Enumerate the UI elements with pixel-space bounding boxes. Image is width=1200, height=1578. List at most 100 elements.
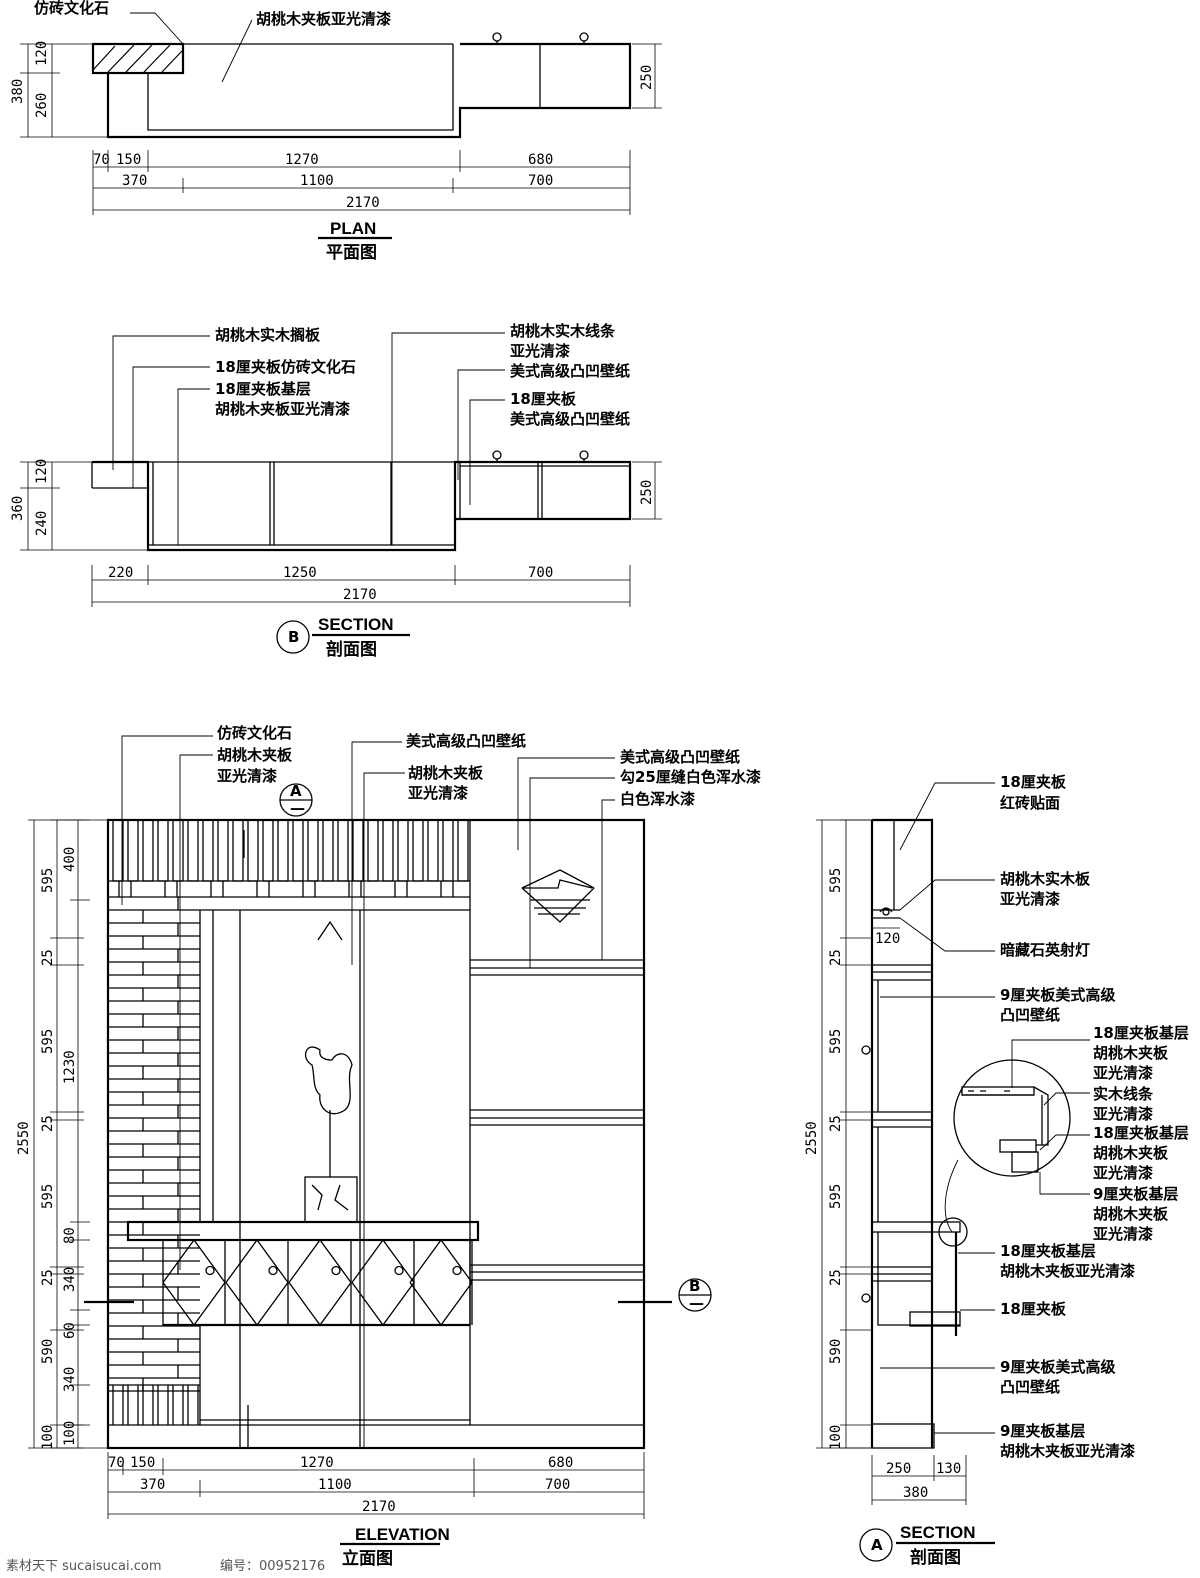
door-knob-icon <box>394 1265 404 1276</box>
elevation-diamond-doors <box>162 1238 473 1327</box>
section-a-label-12: 亚光清漆 <box>1093 1105 1153 1123</box>
elevation-dim-2550: 2550 <box>16 1121 32 1155</box>
section-a-label-7: 凸凹壁纸 <box>1000 1006 1060 1024</box>
section-b-dim-250: 250 <box>639 480 655 505</box>
plan-dim-lines-bottom <box>92 150 631 215</box>
section-a-detail-content <box>961 1086 1049 1173</box>
elevation-dim-outer: 25 <box>40 1269 56 1286</box>
section-a-label-20: 胡桃木夹板亚光清漆 <box>1000 1262 1135 1280</box>
elevation-dim-outer: 100 <box>40 1425 56 1450</box>
elevation-wall-lamp-icon <box>521 869 595 923</box>
section-a-dim-2550: 2550 <box>804 1121 820 1155</box>
section-a-label-3: 胡桃木实木板 <box>1000 870 1091 888</box>
elevation-dim-1270: 1270 <box>300 1455 334 1471</box>
section-a-label-19: 18厘夹板基层 <box>1000 1242 1096 1260</box>
door-knob-icon <box>452 1265 462 1276</box>
elevation-brick-verticals <box>112 820 469 897</box>
section-b-label-7: 美式高级凸凹壁纸 <box>510 362 630 380</box>
section-a-label-1: 18厘夹板 <box>1000 773 1067 791</box>
diamond-door-panel <box>225 1238 289 1327</box>
section-a-dim: 25 <box>828 949 844 966</box>
section-a-label-10: 亚光清漆 <box>1093 1064 1153 1082</box>
section-b-marker <box>276 620 310 654</box>
section-a-bands <box>872 964 932 1282</box>
plan-knob-icon <box>492 32 589 44</box>
section-a-label-25: 胡桃木夹板亚光清漆 <box>1000 1442 1135 1460</box>
diamond-door-panel <box>288 1238 352 1327</box>
elevation-dim-1100: 1100 <box>318 1477 352 1493</box>
elevation-label-8: 勾25厘缝白色浑水漆 <box>620 768 761 786</box>
section-b-label-2: 18厘夹板仿砖文化石 <box>215 358 356 376</box>
section-b-marker-letter: B <box>288 628 299 646</box>
section-b-dim-lines-bottom <box>91 565 631 607</box>
diamond-door-panel <box>351 1238 415 1327</box>
section-a-view: 120 18厘夹板 红砖贴面 胡桃木实木板 亚光清漆 暗藏石英射灯 9厘夹板美式… <box>804 773 1189 1568</box>
plan-dim-2170: 2170 <box>346 195 380 211</box>
door-knob-icon <box>331 1265 341 1276</box>
section-b-dim-240: 240 <box>34 511 50 536</box>
section-b-title-en: SECTION <box>318 615 394 634</box>
elevation-dim-lines-bottom <box>107 1452 645 1519</box>
section-a-dim: 25 <box>828 1115 844 1132</box>
elevation-marker-a-sub: — <box>290 799 305 817</box>
plan-dim-680: 680 <box>528 152 553 168</box>
elevation-marker-a-letter: A <box>290 782 302 800</box>
section-a-dim-250: 250 <box>886 1461 911 1477</box>
plan-dim-380: 380 <box>10 79 26 104</box>
elevation-title-cn: 立面图 <box>342 1548 393 1569</box>
section-a-dim-130: 130 <box>936 1461 961 1477</box>
section-a-label-13: 18厘夹板基层 <box>1093 1124 1189 1142</box>
section-a-marker <box>859 1528 893 1562</box>
section-a-label-11: 实木线条 <box>1093 1085 1154 1103</box>
elevation-view: A — B — 仿砖文化石 胡桃木夹板 亚光清漆 美式高级凸凹壁纸 胡桃木夹板 … <box>16 724 761 1569</box>
elevation-dim-370: 370 <box>140 1477 165 1493</box>
section-a-label-8: 18厘夹板基层 <box>1093 1024 1189 1042</box>
diamond-door-panel <box>409 1238 473 1327</box>
section-a-label-24: 9厘夹板基层 <box>1000 1422 1085 1440</box>
section-b-knob-icon <box>492 450 589 462</box>
section-b-view: 胡桃木实木搁板 18厘夹板仿砖文化石 18厘夹板基层 胡桃木夹板亚光清漆 胡桃木… <box>10 322 662 660</box>
elevation-dim-ticks <box>50 819 90 1449</box>
section-b-outline <box>92 460 632 552</box>
plan-dim-260: 260 <box>34 93 50 118</box>
plan-stone-hatch <box>92 44 183 73</box>
elevation-lower-cabinet <box>162 1239 471 1326</box>
elevation-dim-700: 700 <box>545 1477 570 1493</box>
section-a-label-2: 红砖贴面 <box>1000 794 1060 812</box>
plan-dim-150: 150 <box>116 152 141 168</box>
section-a-dim: 100 <box>828 1425 844 1450</box>
elevation-dim-inner: 400 <box>62 847 78 872</box>
section-b-label-3: 18厘夹板基层 <box>215 380 311 398</box>
elevation-dim-680: 680 <box>548 1455 573 1471</box>
elevation-dim-70: 70 <box>108 1455 125 1471</box>
elevation-dim-outer: 595 <box>40 868 56 893</box>
elevation-label-6: 亚光清漆 <box>408 784 468 802</box>
section-a-dim-lines-left <box>816 819 872 1449</box>
section-b-label-9: 美式高级凸凹壁纸 <box>510 410 630 428</box>
section-b-label-6: 亚光清漆 <box>510 342 570 360</box>
elevation-top-brick-band <box>108 880 470 898</box>
plan-title-cn: 平面图 <box>326 243 377 263</box>
section-a-label-16: 9厘夹板基层 <box>1093 1185 1178 1203</box>
section-a-label-15: 亚光清漆 <box>1093 1164 1153 1182</box>
section-a-spotlight-icon <box>879 907 893 916</box>
section-a-knob-icon <box>861 1045 871 1303</box>
section-b-title-cn: 剖面图 <box>326 639 377 660</box>
section-a-dim-380: 380 <box>903 1485 928 1501</box>
plan-dim-70: 70 <box>93 152 110 168</box>
door-knob-icon <box>205 1265 215 1276</box>
elevation-dim-outer: 25 <box>40 949 56 966</box>
section-b-dim-360: 360 <box>10 496 26 521</box>
section-a-label-17: 胡桃木夹板 <box>1093 1205 1169 1223</box>
section-a-title-en: SECTION <box>900 1523 976 1542</box>
section-b-dim-lines-left <box>20 461 662 551</box>
section-a-label-6: 9厘夹板美式高级 <box>1000 986 1116 1004</box>
section-b-dim-700: 700 <box>528 565 553 581</box>
section-b-dim-1250: 1250 <box>283 565 317 581</box>
watermark-right: 编号：00952176 <box>220 1559 325 1574</box>
elevation-marker-b-sub: — <box>689 1294 704 1312</box>
section-b-dim-120: 120 <box>34 459 50 484</box>
section-a-label-21: 18厘夹板 <box>1000 1300 1067 1318</box>
plan-label-stone: 仿砖文化石 <box>34 0 109 17</box>
elevation-label-7: 美式高级凸凹壁纸 <box>620 748 740 766</box>
